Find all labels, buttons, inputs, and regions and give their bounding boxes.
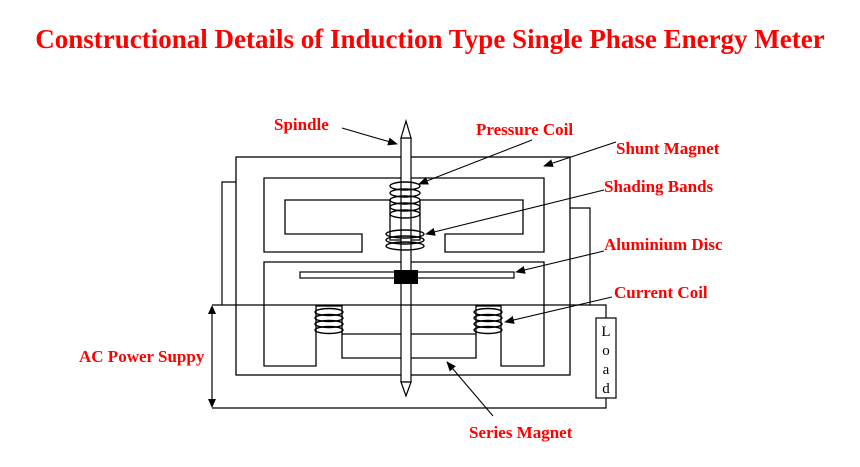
shading-bands-leader [425, 189, 605, 236]
current-coil-right [473, 307, 503, 335]
aluminium-disc-leader [515, 250, 605, 274]
pressure-coil-leader [418, 139, 533, 185]
label-current-coil: Current Coil [614, 283, 708, 302]
label-ac-power-supply: AC Power Suppy [79, 347, 205, 366]
disc-hub [394, 270, 418, 284]
load-letter: o [602, 343, 610, 359]
current-coil-leader [504, 296, 613, 324]
circuit-wiring [212, 181, 607, 409]
pressure-coil [389, 181, 421, 219]
label-shading-bands: Shading Bands [604, 177, 714, 196]
ac-supply-indicator [208, 305, 216, 408]
series-magnet-leader [446, 361, 494, 417]
load-letter: a [603, 362, 610, 378]
load-letter: L [601, 324, 610, 340]
label-spindle: Spindle [274, 115, 329, 134]
load-box: L o a d [595, 317, 617, 399]
shunt-magnet-core [263, 177, 545, 253]
spindle-leader [341, 127, 398, 146]
label-series-magnet: Series Magnet [469, 423, 573, 442]
spindle [400, 118, 412, 398]
label-shunt-magnet: Shunt Magnet [616, 139, 720, 158]
label-aluminium-disc: Aluminium Disc [604, 235, 723, 254]
label-pressure-coil: Pressure Coil [476, 120, 573, 139]
shading-bands [385, 229, 425, 251]
diagram-title: Constructional Details of Induction Type… [35, 24, 825, 54]
load-letter: d [602, 381, 610, 397]
current-coil-left [314, 307, 344, 335]
shunt-magnet-leader [543, 141, 617, 167]
